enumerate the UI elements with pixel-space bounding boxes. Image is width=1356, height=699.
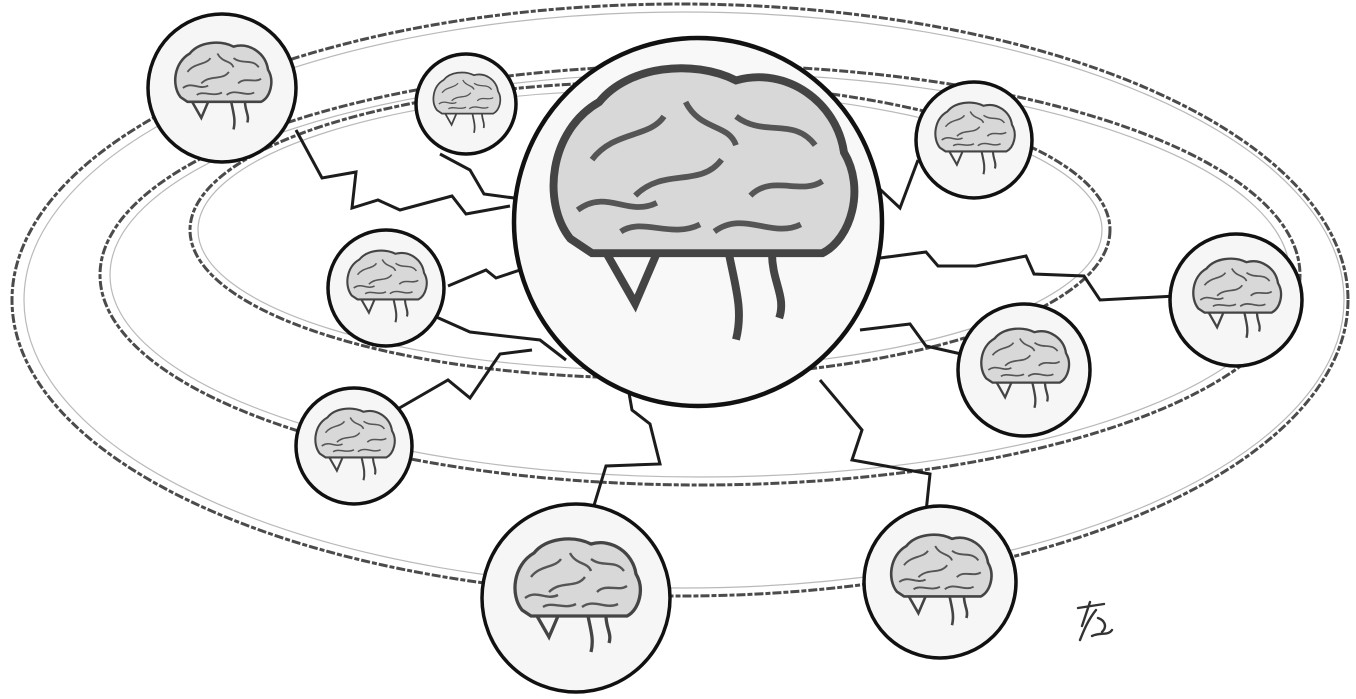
connection-bolt xyxy=(448,270,520,286)
artist-signature xyxy=(1078,602,1112,640)
connection-bolt xyxy=(440,154,514,198)
connection-bolt xyxy=(880,252,1176,300)
satellite-node xyxy=(864,506,1016,658)
satellite-node xyxy=(296,388,412,504)
satellite-node xyxy=(916,82,1032,198)
central-node xyxy=(514,38,882,406)
satellite-node xyxy=(328,230,444,346)
satellite-node xyxy=(1170,234,1302,366)
satellite-node xyxy=(148,14,296,162)
connection-bolt xyxy=(820,380,930,512)
satellite-node xyxy=(416,54,516,154)
satellite-node xyxy=(958,304,1090,436)
satellite-node xyxy=(482,504,670,692)
